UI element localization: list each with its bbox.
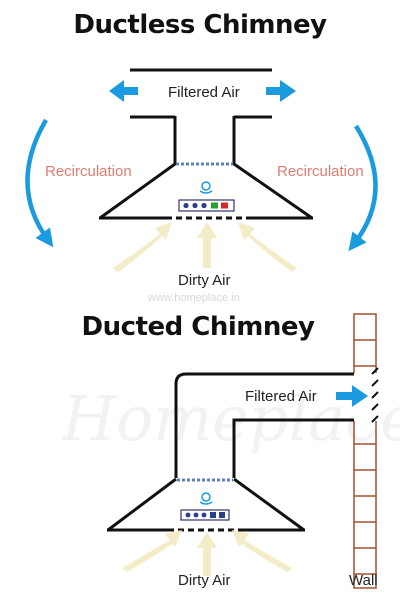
ducted-title: Ducted Chimney xyxy=(81,312,315,342)
ductless-dirty-air-arrows xyxy=(113,222,297,272)
ductless-control-panel xyxy=(178,199,235,212)
recirculation-label-right: Recirculation xyxy=(277,163,364,180)
duct-outer xyxy=(174,372,354,478)
wall xyxy=(353,313,377,589)
ductless-title: Ductless Chimney xyxy=(73,10,327,40)
ductless-filtered-arrow-right xyxy=(266,80,296,102)
ductless-filtered-air-label: Filtered Air xyxy=(168,84,240,101)
ductless-logo-icon xyxy=(199,181,213,194)
ductless-filtered-arrow-left xyxy=(109,80,138,102)
ductless-dirty-air-label: Dirty Air xyxy=(178,272,231,289)
duct-inner xyxy=(232,418,354,478)
ducted-chimney xyxy=(107,313,379,589)
wall-label: Wall xyxy=(349,572,378,589)
ducted-filtered-arrow xyxy=(336,385,368,407)
ducted-control-panel xyxy=(180,509,230,521)
recirculation-arrow-right xyxy=(348,124,378,252)
ducted-logo-icon xyxy=(199,492,213,505)
ducted-dirty-air-arrows xyxy=(122,530,292,576)
watermark-url: www.homeplace.in xyxy=(148,292,240,304)
ductless-chimney xyxy=(25,68,378,272)
recirculation-arrow-left xyxy=(25,118,54,248)
ducted-filtered-air-label: Filtered Air xyxy=(245,388,317,405)
ducted-dirty-air-label: Dirty Air xyxy=(178,572,231,589)
wall-vent xyxy=(371,367,379,423)
recirculation-label-left: Recirculation xyxy=(45,163,132,180)
